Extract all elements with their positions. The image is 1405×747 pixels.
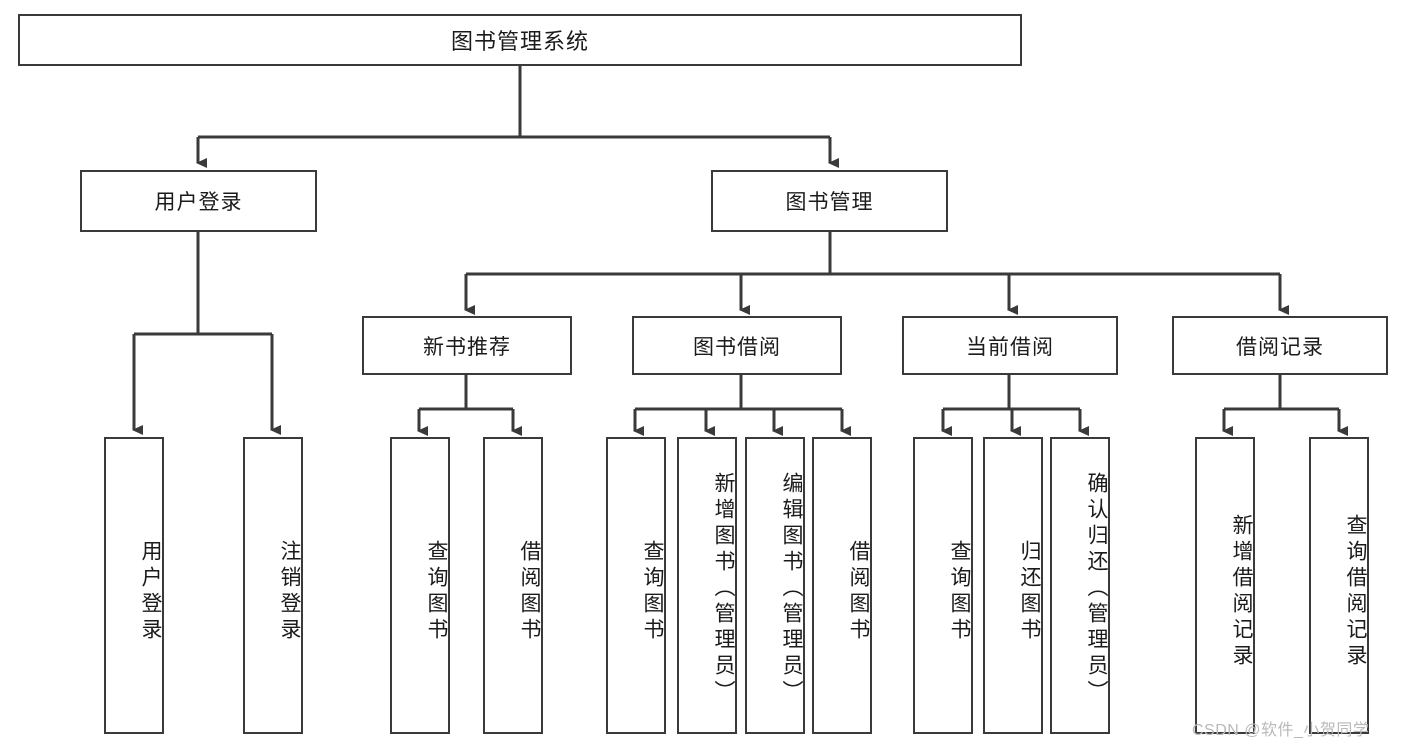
leaf-borrow-borrow-book[interactable]: 借阅图书 bbox=[812, 437, 872, 734]
leaf-user-login-logout[interactable]: 注销登录 bbox=[243, 437, 303, 734]
node-book-borrow[interactable]: 图书借阅 bbox=[632, 316, 842, 375]
node-root-system[interactable]: 图书管理系统 bbox=[18, 14, 1022, 66]
leaf-current-query-book[interactable]: 查询图书 bbox=[913, 437, 973, 734]
node-user-login[interactable]: 用户登录 bbox=[80, 170, 317, 232]
node-borrow-record[interactable]: 借阅记录 bbox=[1172, 316, 1388, 375]
leaf-borrow-query-book[interactable]: 查询图书 bbox=[606, 437, 666, 734]
leaf-borrow-add-book-admin[interactable]: 新增图书（管理员） bbox=[677, 437, 737, 734]
node-current-borrow[interactable]: 当前借阅 bbox=[902, 316, 1118, 375]
leaf-borrow-edit-book-admin[interactable]: 编辑图书（管理员） bbox=[745, 437, 805, 734]
leaf-current-return-book[interactable]: 归还图书 bbox=[983, 437, 1043, 734]
leaf-user-login-login[interactable]: 用户登录 bbox=[104, 437, 164, 734]
leaf-record-add-record[interactable]: 新增借阅记录 bbox=[1195, 437, 1255, 734]
csdn-watermark: CSDN @软件_小贺同学 bbox=[1192, 722, 1370, 739]
leaf-record-query-record[interactable]: 查询借阅记录 bbox=[1309, 437, 1369, 734]
node-book-management[interactable]: 图书管理 bbox=[711, 170, 948, 232]
node-new-book-recommend[interactable]: 新书推荐 bbox=[362, 316, 572, 375]
leaf-new-book-query[interactable]: 查询图书 bbox=[390, 437, 450, 734]
leaf-current-confirm-return-admin[interactable]: 确认归还（管理员） bbox=[1050, 437, 1110, 734]
leaf-new-book-borrow[interactable]: 借阅图书 bbox=[483, 437, 543, 734]
